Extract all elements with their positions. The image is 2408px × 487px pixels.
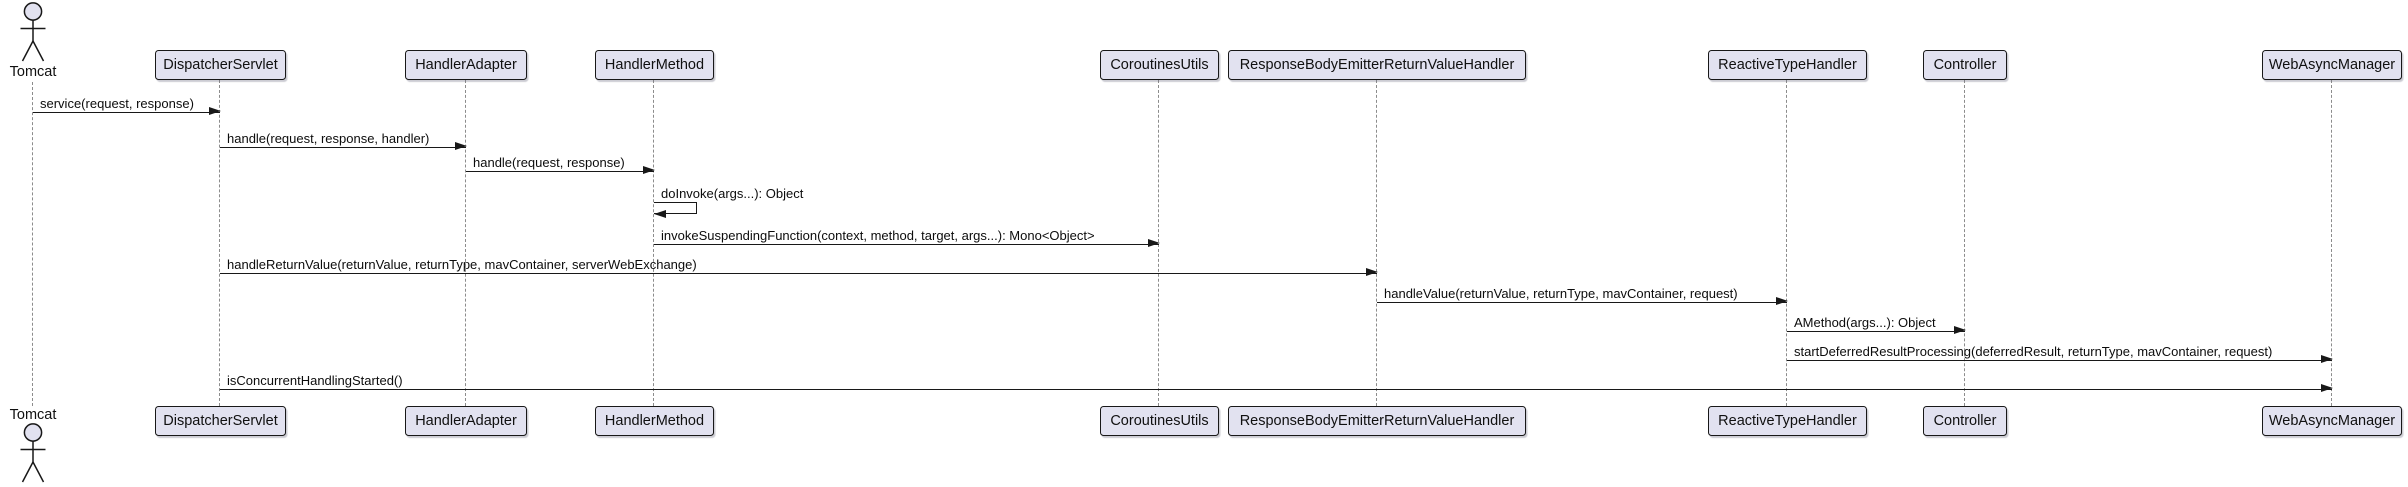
message-line: [1787, 355, 2333, 364]
arrowhead-right-icon: [1776, 297, 1788, 306]
message-handlereturnvalue: handleReturnValue(returnValue, returnTyp…: [220, 256, 1378, 277]
message-label: handleReturnValue(returnValue, returnTyp…: [227, 257, 697, 272]
message-invokesuspendingfunction: invokeSuspendingFunction(context, method…: [654, 227, 1160, 248]
arrowhead-right-icon: [643, 166, 655, 175]
arrowhead-right-icon: [1954, 326, 1966, 335]
arrowhead-left-icon: [654, 209, 666, 218]
message-doinvoke-self: doInvoke(args...): Object: [654, 185, 854, 225]
participant-box-handleradapter-top: HandlerAdapter: [405, 50, 527, 80]
message-line: [220, 384, 2333, 393]
participant-box-responsebodyemitterreturnvaluehandler-top: ResponseBodyEmitterReturnValueHandler: [1228, 50, 1526, 80]
self-message-loop: [654, 202, 697, 214]
message-label: doInvoke(args...): Object: [661, 186, 804, 201]
message-line: [1787, 326, 1966, 335]
message-label: AMethod(args...): Object: [1794, 315, 1936, 330]
participant-box-controller-bottom: Controller: [1923, 406, 2007, 436]
participant-box-coroutinesutils-bottom: CoroutinesUtils: [1100, 406, 1219, 436]
lifeline-webasyncmanager: [2331, 80, 2332, 406]
lifeline-tomcat: [32, 82, 33, 406]
arrowhead-right-icon: [2321, 355, 2333, 364]
lifeline-dispatcherservlet: [219, 80, 220, 406]
actor-label-tomcat-top: Tomcat: [9, 64, 57, 80]
message-label: handle(request, response, handler): [227, 131, 430, 146]
message-handlevalue: handleValue(returnValue, returnType, mav…: [1377, 285, 1788, 306]
participant-box-webasyncmanager-bottom: WebAsyncManager: [2262, 406, 2402, 436]
arrowhead-right-icon: [455, 142, 467, 151]
lifeline-controller: [1964, 80, 1965, 406]
participant-box-webasyncmanager-top: WebAsyncManager: [2262, 50, 2402, 80]
participant-box-dispatcherservlet-bottom: DispatcherServlet: [155, 406, 286, 436]
participant-box-reactivetypehandler-bottom: ReactiveTypeHandler: [1708, 406, 1867, 436]
arrowhead-right-icon: [2321, 384, 2333, 393]
message-label: invokeSuspendingFunction(context, method…: [661, 228, 1095, 243]
participant-box-responsebodyemitterreturnvaluehandler-bottom: ResponseBodyEmitterReturnValueHandler: [1228, 406, 1526, 436]
message-line: [33, 107, 221, 116]
message-label: startDeferredResultProcessing(deferredRe…: [1794, 344, 2273, 359]
arrowhead-right-icon: [1366, 268, 1378, 277]
message-label: isConcurrentHandlingStarted(): [227, 373, 403, 388]
actor-label-tomcat-bottom: Tomcat: [9, 407, 57, 423]
lifeline-handleradapter: [465, 80, 466, 406]
message-label: service(request, response): [40, 96, 194, 111]
lifeline-reactivetypehandler: [1786, 80, 1787, 406]
message-startdeferredresultprocessing: startDeferredResultProcessing(deferredRe…: [1787, 343, 2333, 364]
message-line: [220, 142, 467, 151]
message-label: handleValue(returnValue, returnType, mav…: [1384, 286, 1738, 301]
actor-icon-tomcat-bottom: [20, 423, 46, 483]
lifeline-handlermethod: [653, 80, 654, 406]
participant-box-controller-top: Controller: [1923, 50, 2007, 80]
participant-box-handlermethod-top: HandlerMethod: [595, 50, 714, 80]
arrowhead-right-icon: [1148, 239, 1160, 248]
message-isconcurrenthandlingstarted: isConcurrentHandlingStarted(): [220, 372, 2333, 393]
participant-box-handlermethod-bottom: HandlerMethod: [595, 406, 714, 436]
actor-icon-tomcat-top: [20, 2, 46, 62]
participant-box-reactivetypehandler-top: ReactiveTypeHandler: [1708, 50, 1867, 80]
message-line: [1377, 297, 1788, 306]
participant-box-coroutinesutils-top: CoroutinesUtils: [1100, 50, 1219, 80]
message-line: [654, 239, 1160, 248]
message-line: [466, 166, 655, 175]
message-handle-request-response: handle(request, response): [466, 154, 655, 175]
message-label: handle(request, response): [473, 155, 625, 170]
participant-box-handleradapter-bottom: HandlerAdapter: [405, 406, 527, 436]
message-service: service(request, response): [33, 95, 221, 116]
participant-box-dispatcherservlet-top: DispatcherServlet: [155, 50, 286, 80]
message-line: [220, 268, 1378, 277]
message-amethod: AMethod(args...): Object: [1787, 314, 1966, 335]
message-handle-request-response-handler: handle(request, response, handler): [220, 130, 467, 151]
arrowhead-right-icon: [209, 107, 221, 116]
lifeline-responsebodyemitterreturnvaluehandler: [1376, 80, 1377, 406]
